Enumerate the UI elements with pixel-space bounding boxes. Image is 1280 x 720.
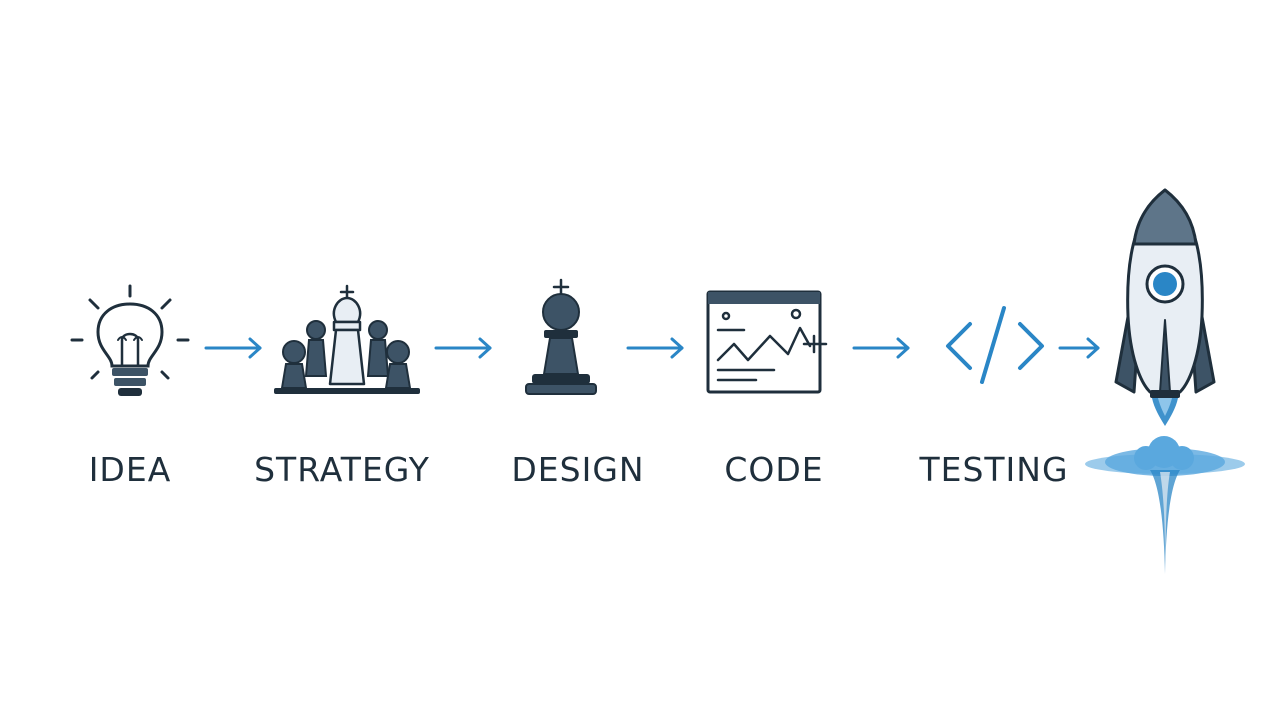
step-label-strategy: STRATEGY bbox=[254, 450, 430, 489]
rocket-icon bbox=[1085, 188, 1245, 574]
lightbulb-icon bbox=[70, 284, 190, 396]
chess-bishop-icon bbox=[525, 278, 597, 395]
arrow-right-icon bbox=[434, 337, 492, 359]
browser-chart-icon bbox=[706, 290, 828, 394]
step-label-design: DESIGN bbox=[511, 450, 645, 489]
step-label-testing: TESTING bbox=[919, 450, 1069, 489]
arrow-right-icon bbox=[852, 337, 910, 359]
code-tags-icon bbox=[946, 306, 1044, 384]
chess-pieces-icon bbox=[274, 284, 420, 394]
step-label-idea: IDEA bbox=[88, 450, 172, 489]
arrow-right-icon bbox=[204, 337, 262, 359]
arrow-right-icon bbox=[1058, 337, 1100, 359]
step-label-code: CODE bbox=[724, 450, 824, 489]
arrow-right-icon bbox=[626, 337, 684, 359]
